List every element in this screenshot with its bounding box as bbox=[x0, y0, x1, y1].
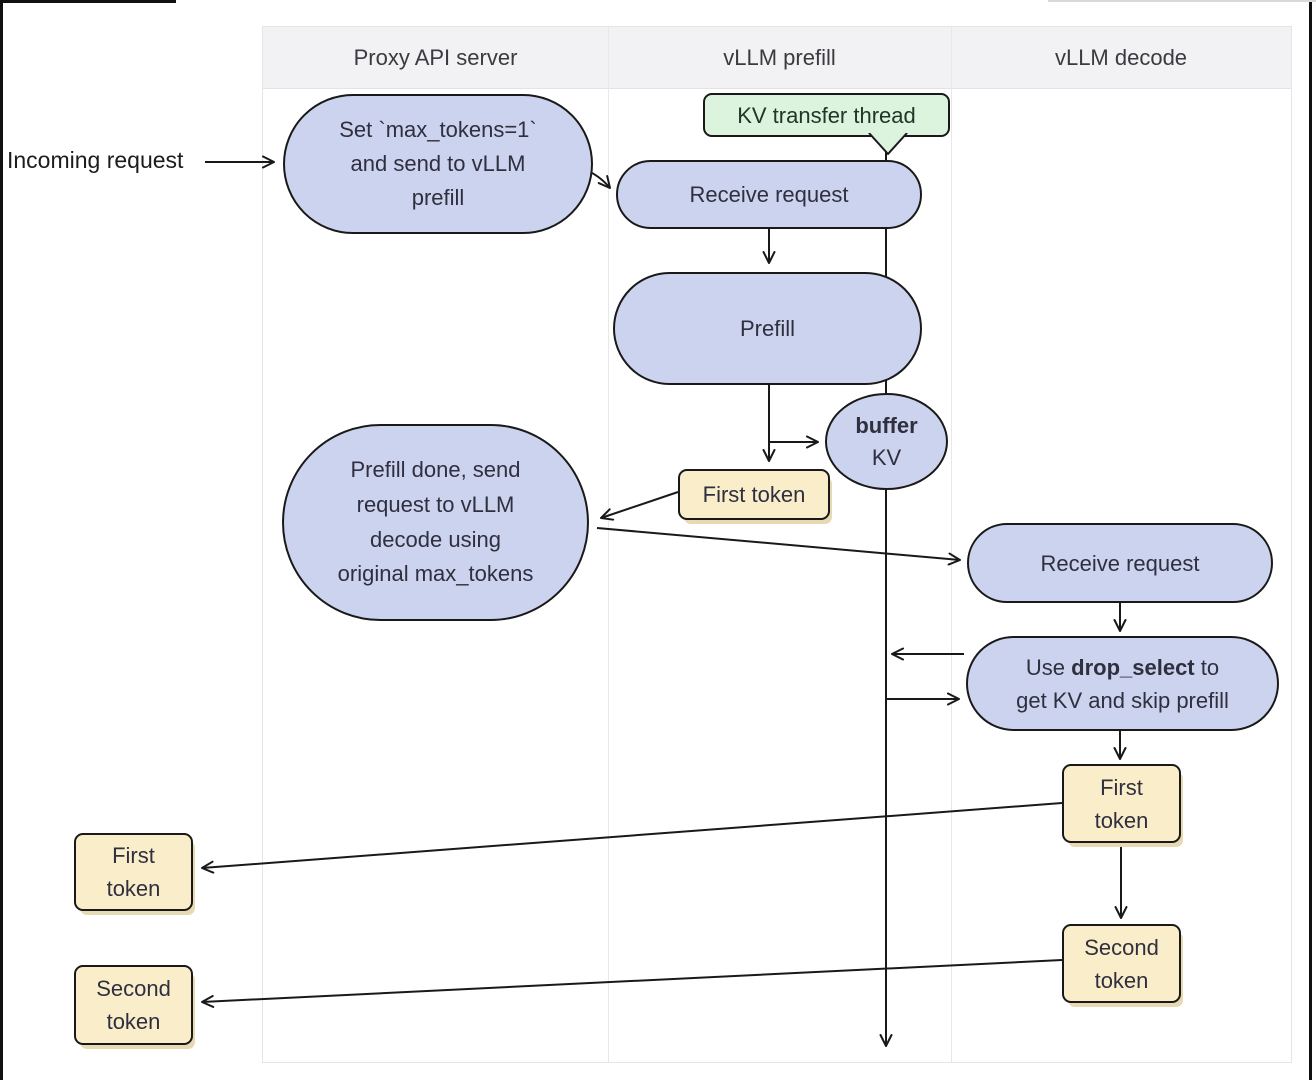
lane-title-prefill: vLLM prefill bbox=[723, 44, 836, 70]
node-first-token-decode: First token bbox=[1062, 764, 1181, 843]
lane-title-decode: vLLM decode bbox=[1054, 44, 1188, 70]
node-second-token-out: Second token bbox=[74, 965, 193, 1045]
edge-prefill-done-to-receive-decode bbox=[596, 527, 961, 566]
node-prefill-done: Prefill done, send request to vLLM decod… bbox=[282, 424, 589, 621]
node-drop-select: Use drop_select to get KV and skip prefi… bbox=[966, 636, 1279, 731]
lane-separator-2 bbox=[951, 27, 952, 1062]
lane-separator-1 bbox=[608, 27, 609, 1062]
node-first-token-out: First token bbox=[74, 833, 193, 911]
edge-first-token-to-prefill-done bbox=[600, 491, 679, 521]
window-border-top-left bbox=[0, 0, 176, 3]
node-set-max-tokens: Set `max_tokens=1` and send to vLLM pref… bbox=[283, 94, 593, 234]
window-border-right bbox=[1309, 0, 1312, 1080]
node-second-token-decode: Second token bbox=[1062, 924, 1181, 1003]
node-first-token-prefill: First token bbox=[678, 469, 830, 520]
incoming-request-label: Incoming request bbox=[7, 147, 184, 173]
callout-tail bbox=[868, 133, 908, 155]
node-receive-request-prefill: Receive request bbox=[616, 160, 922, 229]
node-kv-transfer-thread: KV transfer thread bbox=[703, 93, 950, 155]
edge-first-token-decode-to-out bbox=[201, 802, 1063, 874]
node-buffer-kv: buffer KV bbox=[825, 393, 948, 490]
window-border-left bbox=[0, 0, 3, 1080]
edge-second-token-decode-to-out bbox=[201, 959, 1063, 1008]
swimlane-header-band: Proxy API server vLLM prefill vLLM decod… bbox=[263, 27, 1291, 89]
node-prefill: Prefill bbox=[613, 272, 922, 385]
node-receive-request-decode: Receive request bbox=[967, 523, 1273, 603]
lane-title-proxy: Proxy API server bbox=[353, 44, 518, 70]
window-border-top-right bbox=[1048, 0, 1316, 2]
